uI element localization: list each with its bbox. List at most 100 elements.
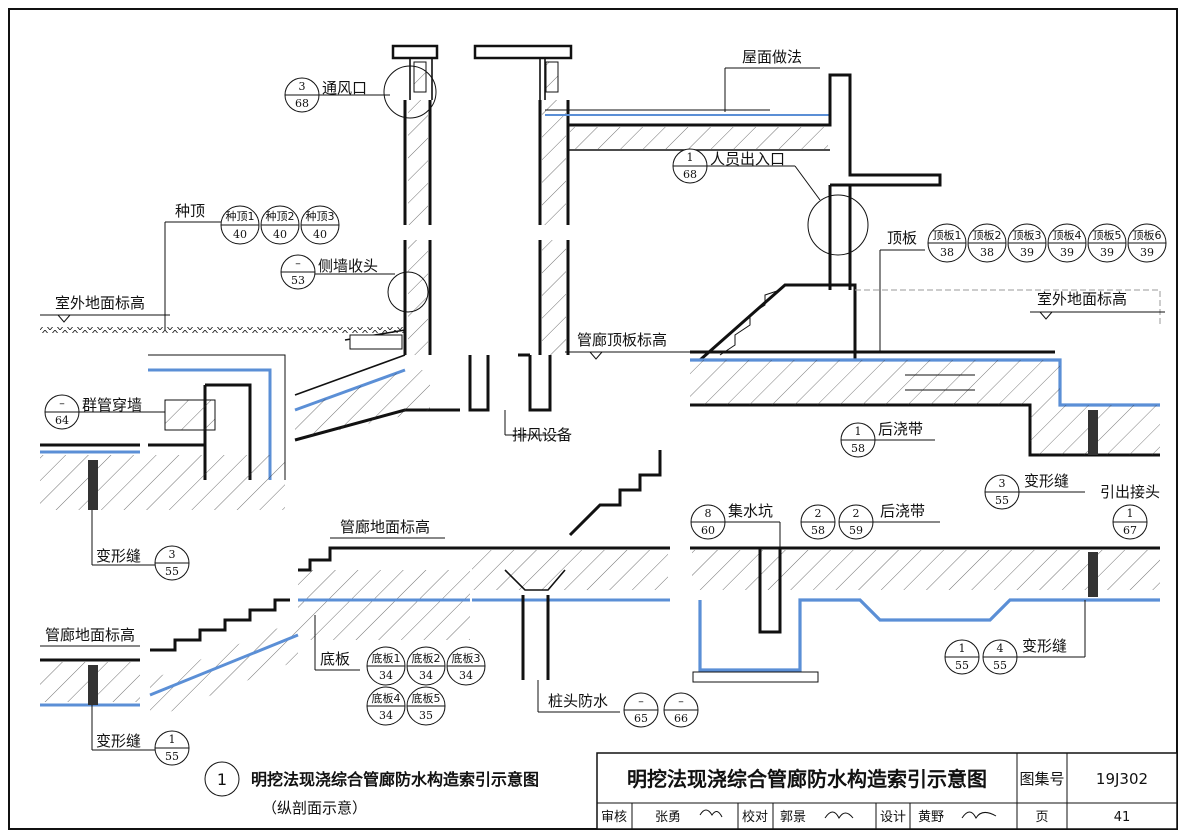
- svg-text:顶板5: 顶板5: [1093, 228, 1122, 242]
- svg-text:55: 55: [165, 750, 179, 763]
- svg-text:2: 2: [815, 507, 822, 520]
- base-slab-label: 底板: [320, 650, 350, 668]
- svg-text:58: 58: [851, 442, 865, 455]
- svg-text:1: 1: [959, 642, 966, 655]
- svg-text:底板3: 底板3: [452, 651, 481, 665]
- caption-subtitle: （纵剖面示意）: [262, 799, 367, 817]
- bottom-floor: [40, 450, 1160, 720]
- svg-text:66: 66: [674, 712, 688, 725]
- deform-bl-ref[interactable]: 1 55: [154, 730, 190, 766]
- base-slab-refs[interactable]: 底板1 34 底板2 34 底板3 34 底板4 34 底板5 35: [366, 646, 486, 726]
- deform-br-refs[interactable]: 1 55 4 55: [944, 639, 1018, 675]
- left-floor-upper: [40, 443, 285, 510]
- planting-refs[interactable]: 种顶1 40 种顶2 40 种顶3 40: [220, 205, 340, 245]
- post-pour-top-ref[interactable]: 1 58: [840, 422, 876, 458]
- side-wall-closure-label: 侧墙收头: [318, 257, 378, 275]
- figure-caption: 1 明挖法现浇综合管廊防水构造索引示意图 （纵剖面示意）: [204, 761, 539, 817]
- svg-text:郭景: 郭景: [780, 809, 806, 825]
- page-number: 41: [1114, 810, 1131, 825]
- svg-text:校对: 校对: [742, 809, 768, 825]
- side-wall-ref[interactable]: – 53: [280, 254, 316, 290]
- pile-head-refs[interactable]: – 65 – 66: [623, 692, 699, 728]
- svg-text:张勇: 张勇: [655, 810, 681, 825]
- svg-text:39: 39: [1140, 246, 1154, 259]
- svg-text:8: 8: [705, 507, 712, 520]
- deform-left-ref[interactable]: 3 55: [154, 545, 190, 581]
- svg-text:59: 59: [849, 524, 863, 537]
- svg-text:黄野: 黄野: [918, 810, 944, 825]
- left-tunnel-upper: [148, 329, 460, 480]
- roof-method-label: 屋面做法: [742, 48, 802, 66]
- svg-text:2: 2: [853, 507, 860, 520]
- svg-text:底板5: 底板5: [412, 691, 441, 705]
- planting-top-label: 种顶: [175, 202, 205, 220]
- svg-text:1: 1: [855, 425, 862, 438]
- svg-text:40: 40: [233, 228, 247, 241]
- deformation-joint-left-label: 变形缝: [96, 547, 141, 565]
- deformation-joint-br-label: 变形缝: [1022, 637, 1067, 655]
- svg-text:3: 3: [999, 477, 1006, 490]
- svg-text:68: 68: [295, 97, 309, 110]
- svg-text:1: 1: [169, 733, 176, 746]
- svg-text:40: 40: [273, 228, 287, 241]
- vent-shaft: [383, 44, 573, 355]
- svg-text:38: 38: [980, 246, 994, 259]
- lead-out-joint-label: 引出接头: [1100, 483, 1160, 501]
- svg-text:64: 64: [55, 414, 69, 427]
- top-slab-label: 顶板: [887, 229, 917, 247]
- svg-text:顶板2: 顶板2: [973, 228, 1002, 242]
- svg-text:58: 58: [811, 524, 825, 537]
- svg-text:1: 1: [1127, 507, 1134, 520]
- title-block-title: 明挖法现浇综合管廊防水构造索引示意图: [627, 767, 987, 791]
- pipe-cluster-ref[interactable]: – 64: [44, 394, 80, 430]
- svg-text:34: 34: [379, 669, 393, 682]
- svg-text:67: 67: [1123, 524, 1137, 537]
- svg-text:底板2: 底板2: [412, 651, 441, 665]
- lead-out-ref[interactable]: 1 67: [1112, 504, 1148, 540]
- svg-text:40: 40: [313, 228, 327, 241]
- ground-hatch-left: [40, 327, 405, 333]
- svg-text:底板1: 底板1: [372, 651, 401, 665]
- post-pour-bottom-refs[interactable]: 2 58 2 59: [800, 504, 874, 540]
- svg-text:–: –: [638, 695, 644, 708]
- svg-text:34: 34: [419, 669, 433, 682]
- top-slab-refs[interactable]: 顶板1 38 顶板2 38 顶板3 39 顶板4 39 顶板5 39 顶板6 3…: [927, 223, 1167, 263]
- svg-text:68: 68: [683, 168, 697, 181]
- right-top-slab: [690, 283, 1161, 457]
- svg-text:35: 35: [419, 709, 433, 722]
- outdoor-ground-left-label: 室外地面标高: [55, 294, 145, 312]
- svg-text:39: 39: [1060, 246, 1074, 259]
- reviewer-signature: [699, 809, 723, 818]
- svg-text:1: 1: [687, 151, 694, 164]
- svg-text:53: 53: [291, 274, 305, 287]
- svg-text:审核: 审核: [601, 810, 627, 825]
- svg-text:–: –: [678, 695, 684, 708]
- svg-text:种顶3: 种顶3: [306, 209, 335, 223]
- svg-text:顶板3: 顶板3: [1013, 228, 1042, 242]
- svg-text:55: 55: [165, 565, 179, 578]
- svg-text:图集号: 图集号: [1019, 770, 1064, 788]
- svg-text:65: 65: [634, 712, 648, 725]
- exhaust-shaft: [468, 353, 552, 412]
- svg-text:底板4: 底板4: [372, 691, 401, 705]
- designer-signature: [961, 811, 997, 820]
- svg-text:3: 3: [299, 80, 306, 93]
- svg-text:页: 页: [1035, 810, 1048, 825]
- deformation-joint-bl-label: 变形缝: [96, 732, 141, 750]
- post-pour-strip-top-label: 后浇带: [878, 420, 923, 438]
- deform-ur-ref[interactable]: 3 55: [984, 474, 1020, 510]
- svg-text:设计: 设计: [880, 810, 906, 825]
- entrance-ref[interactable]: 1 68: [672, 148, 708, 184]
- deformation-joint-ur-label: 变形缝: [1024, 472, 1069, 490]
- vent-ref[interactable]: 3 68: [284, 77, 320, 113]
- entrance-structure: [545, 73, 942, 290]
- proofer-signature: [824, 811, 854, 820]
- sump-ref[interactable]: 8 60: [690, 504, 726, 540]
- sump-pit-label: 集水坑: [728, 502, 773, 520]
- svg-text:顶板4: 顶板4: [1053, 228, 1082, 242]
- post-pour-strip-bottom-label: 后浇带: [880, 502, 925, 520]
- tunnel-floor-level-mid-label: 管廊地面标高: [340, 518, 430, 536]
- svg-text:种顶1: 种顶1: [226, 209, 255, 223]
- vent-label: 通风口: [322, 79, 367, 97]
